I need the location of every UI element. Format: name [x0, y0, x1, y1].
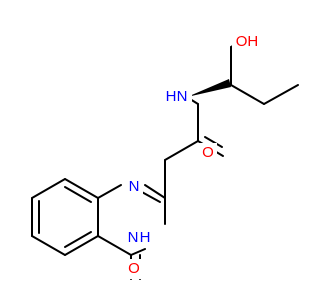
amide-nitrogen-label: N	[177, 88, 188, 105]
ring-nitrogen-label: N	[129, 178, 140, 195]
atom-labels: OH N H O N N H O	[125, 32, 262, 279]
propanamide-chain	[164, 98, 224, 199]
ketone-oxygen-label: O	[128, 260, 140, 277]
molecule-diagram: OH N H O N N H O	[31, 32, 299, 280]
wedge-bond	[187, 79, 231, 97]
ring-nh-hydrogen-label: H	[140, 229, 151, 246]
hydroxybutyl-fragment	[187, 35, 299, 105]
hydroxyl-label: OH	[236, 33, 259, 50]
amide-hydrogen-label: H	[166, 88, 177, 105]
ring-nh-nitrogen-label: N	[128, 229, 139, 246]
amide-oxygen-label: O	[202, 144, 214, 161]
benzene-ring	[31, 178, 99, 256]
